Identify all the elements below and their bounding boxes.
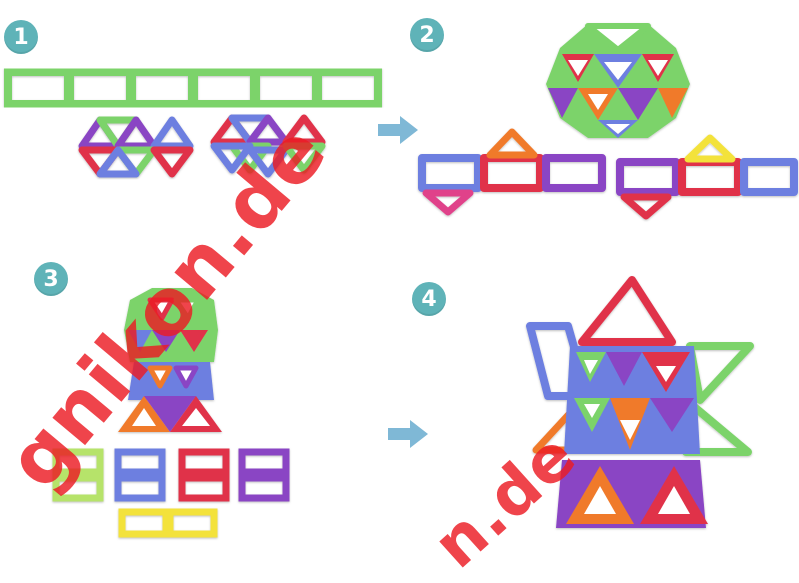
arrow-step3-to-4	[388, 420, 428, 448]
instruction-image: 1 2 3 4	[0, 0, 799, 541]
arrow-step1-to-2	[378, 116, 418, 144]
building-illustration	[0, 0, 799, 541]
step2-ball	[546, 24, 690, 138]
step1-hexagon-left	[82, 120, 190, 174]
step2-strip	[422, 132, 794, 216]
step1-square-row	[8, 72, 378, 104]
